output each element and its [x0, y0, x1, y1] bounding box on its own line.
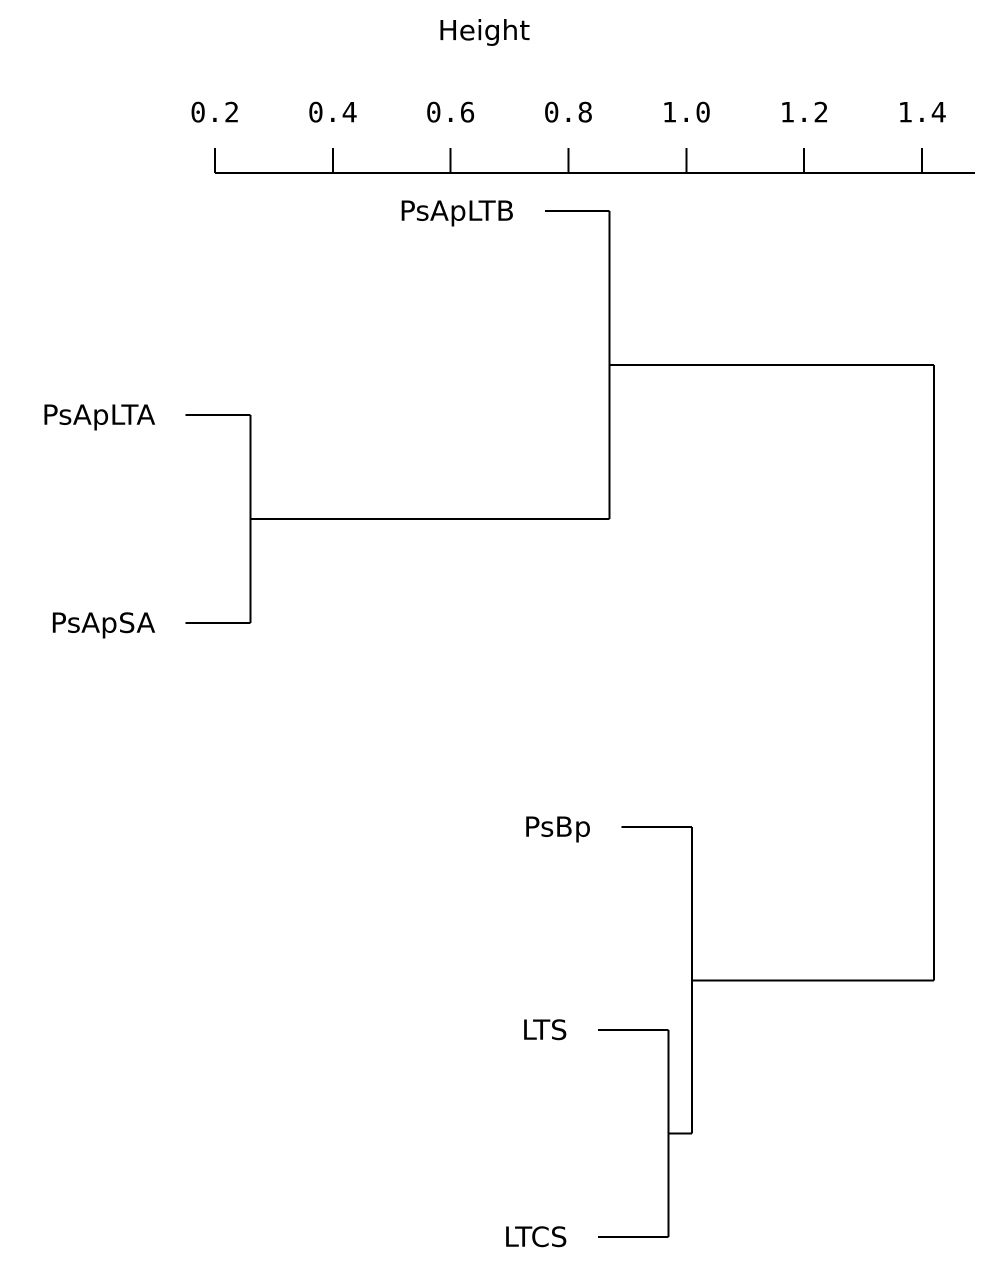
leaf-label: PsBp — [524, 811, 592, 844]
leaf-label: PsApSA — [50, 607, 155, 640]
leaf-label: LTS — [521, 1014, 568, 1047]
axis-tick-label: 1.0 — [661, 96, 712, 129]
axis-title: Height — [438, 14, 531, 47]
leaf-label: PsApLTB — [399, 195, 515, 228]
dendrogram-tree — [185, 210, 935, 1238]
axis-tick-label: 0.6 — [425, 96, 476, 129]
axis-tick-label: 0.4 — [308, 96, 359, 129]
leaf-label: PsApLTA — [42, 399, 156, 432]
axis-ticks: 0.2 0.4 0.6 0.8 1.0 1.2 1.4 — [190, 96, 948, 173]
axis-tick-label: 1.2 — [779, 96, 830, 129]
leaf-label: LTCS — [503, 1221, 568, 1254]
axis-tick-label: 0.8 — [543, 96, 594, 129]
height-axis: Height 0.2 0.4 0.6 0.8 1.0 1.2 1.4 — [190, 14, 976, 174]
axis-tick-label: 1.4 — [897, 96, 948, 129]
axis-tick-label: 0.2 — [190, 96, 241, 129]
